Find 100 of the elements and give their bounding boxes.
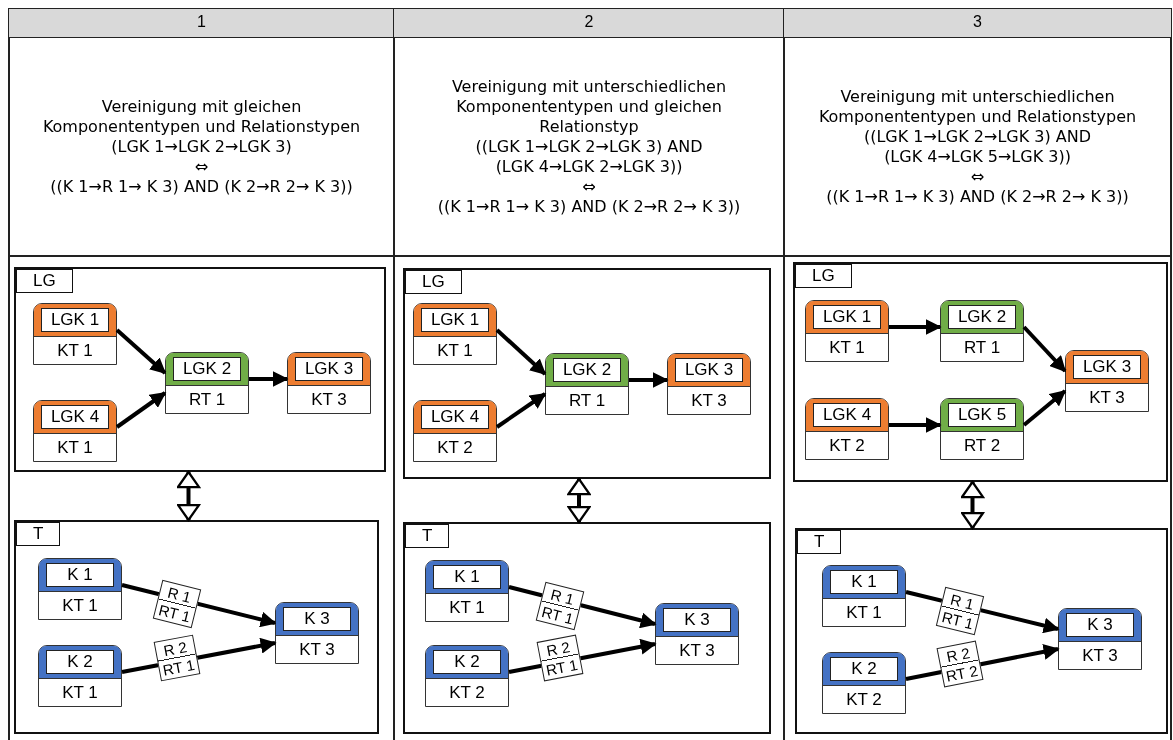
formula-text: (LGK 1→LGK 2→LGK 3): [111, 136, 292, 157]
description-text: Vereinigung mit unterschiedlichen Komponententypen und Relationstypen: [817, 86, 1138, 127]
component-box: [413, 303, 497, 365]
equivalence-symbol: ⇔: [970, 166, 985, 187]
component-name: LGK 4: [421, 405, 489, 429]
component-name: K 3: [1066, 613, 1134, 637]
component-type: RT 1: [962, 337, 1002, 359]
component-type: KT 1: [56, 437, 94, 459]
component-type: KT 1: [61, 682, 99, 704]
arrow: [249, 371, 289, 387]
component-name: LGK 1: [813, 305, 881, 329]
component-name: LGK 1: [421, 308, 489, 332]
component-type: KT 3: [1081, 645, 1119, 667]
edge-label: R 1 RT 1: [935, 586, 985, 635]
component-box: [805, 300, 889, 362]
component-box: [940, 300, 1024, 362]
arrow: [495, 392, 547, 429]
component-type: RT 2: [962, 435, 1002, 457]
column-number: 1: [8, 8, 395, 38]
component-name: K 1: [46, 563, 114, 587]
component-box: [655, 603, 739, 665]
component-name: LGK 3: [675, 358, 743, 382]
panel-frame: [14, 267, 386, 472]
arrow: [889, 417, 942, 433]
component-box: [1058, 608, 1142, 670]
edge-label: R 1 RT 1: [535, 581, 585, 630]
double-arrow: [176, 470, 201, 522]
column-number: 3: [783, 8, 1172, 38]
component-name: K 1: [830, 570, 898, 594]
arrow: [495, 328, 547, 376]
component-type: KT 2: [448, 682, 486, 704]
component-name: K 2: [433, 650, 501, 674]
arrow: [1022, 325, 1067, 373]
component-name: K 3: [663, 608, 731, 632]
component-box: [38, 558, 122, 620]
arrow: [115, 328, 167, 375]
formula-text: ((LGK 1→LGK 2→LGK 3) AND: [863, 126, 1092, 147]
component-type: KT 1: [448, 597, 486, 619]
component-box: [38, 645, 122, 707]
panel-frame: [403, 268, 771, 479]
component-box: [165, 352, 249, 414]
component-name: LGK 2: [173, 357, 241, 381]
arrow: [115, 391, 167, 429]
component-name: LGK 4: [813, 403, 881, 427]
component-box: [822, 652, 906, 714]
component-type: KT 1: [845, 602, 883, 624]
component-name: LGK 3: [1073, 355, 1141, 379]
component-box: [1065, 350, 1149, 412]
formula-text: ((K 1→R 1→ K 3) AND (K 2→R 2→ K 3)): [437, 196, 741, 217]
description-text: Vereinigung mit gleichen Komponententypen und Relationstypen: [41, 96, 362, 137]
component-box: [425, 645, 509, 707]
double-arrow: [960, 480, 985, 530]
component-name: LGK 2: [948, 305, 1016, 329]
arrow: [629, 372, 669, 388]
component-name: LGK 1: [41, 308, 109, 332]
component-type: KT 1: [828, 337, 866, 359]
component-box: [33, 303, 117, 365]
component-type: KT 3: [690, 390, 728, 412]
panel-tab: T: [16, 522, 61, 546]
column-number: 2: [393, 8, 785, 38]
component-type: KT 3: [1088, 387, 1126, 409]
component-type: KT 2: [845, 689, 883, 711]
component-box: [425, 560, 509, 622]
component-box: [275, 602, 359, 664]
component-type: KT 2: [436, 437, 474, 459]
component-type: KT 3: [678, 640, 716, 662]
component-name: K 2: [830, 657, 898, 681]
component-type: KT 1: [61, 595, 99, 617]
component-box: [940, 398, 1024, 460]
edge-label: R 2 RT 1: [153, 634, 200, 681]
double-arrow: [567, 477, 591, 524]
arrow: [1022, 389, 1067, 427]
component-name: K 1: [433, 565, 501, 589]
component-box: [545, 353, 629, 415]
component-box: [805, 398, 889, 460]
arrow: [889, 319, 942, 335]
component-name: K 3: [283, 607, 351, 631]
edge-label: R 2 RT 2: [936, 640, 984, 688]
component-type: KT 2: [828, 435, 866, 457]
component-name: LGK 2: [553, 358, 621, 382]
panel-tab: LG: [16, 269, 73, 293]
panel-tab: T: [405, 524, 450, 548]
equivalence-symbol: ⇔: [582, 176, 596, 197]
panel-tab: LG: [795, 264, 852, 288]
component-box: [667, 353, 751, 415]
component-name: K 2: [46, 650, 114, 674]
edge-label: R 1 RT 1: [152, 579, 201, 629]
formula-text: ((K 1→R 1→ K 3) AND (K 2→R 2→ K 3)): [50, 176, 353, 197]
panel-frame: [793, 262, 1168, 482]
component-type: KT 1: [56, 340, 94, 362]
component-type: KT 3: [310, 389, 348, 411]
edge-label: R 2 RT 1: [536, 634, 584, 682]
component-box: [33, 400, 117, 462]
equivalence-symbol: ⇔: [194, 156, 209, 177]
component-name: LGK 4: [41, 405, 109, 429]
component-box: [822, 565, 906, 627]
panel-tab: T: [797, 530, 842, 554]
component-type: RT 1: [187, 389, 227, 411]
formula-text: (LGK 4→LGK 5→LGK 3)): [884, 146, 1071, 167]
component-type: RT 1: [567, 390, 607, 412]
